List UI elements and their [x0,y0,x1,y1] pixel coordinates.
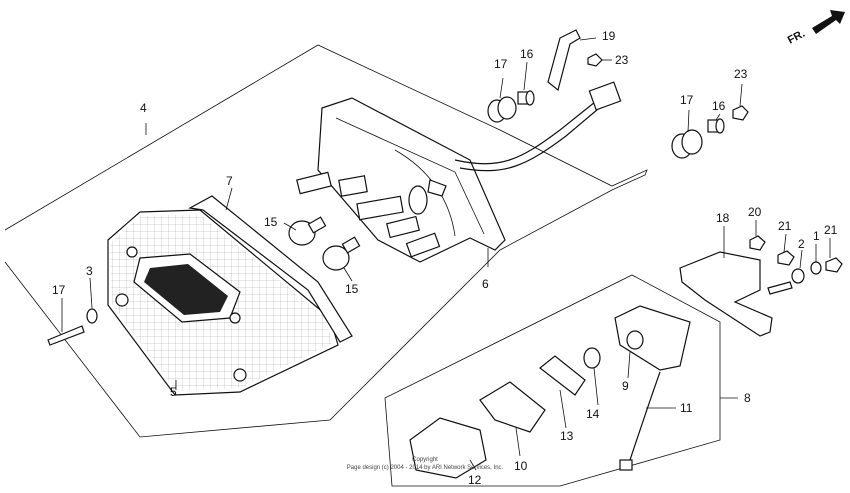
license-lens-10 [479,381,546,433]
callout-2: 2 [798,237,805,251]
callout-18: 18 [716,211,730,225]
front-direction-arrow: FR. [786,10,845,47]
nut-23b [732,105,749,121]
callout-21a: 20 [748,205,762,219]
assembly-outline-4 [4,44,648,438]
callout-14: 14 [586,407,600,421]
callout-17b: 17 [680,93,694,107]
washer-1 [810,261,822,275]
callout-11: 11 [680,401,693,415]
tail-light-housing-6 [296,81,622,263]
callout-4: 4 [140,101,147,115]
collar-2 [791,268,805,284]
bulb-15b [322,236,361,271]
callout-23a: 23 [615,53,629,67]
grommet-17b [671,129,703,159]
callout-9: 9 [622,379,629,393]
copyright-line-1: Copyright [412,457,438,463]
grommet-17a [487,96,517,123]
callout-1: 1 [813,229,820,243]
callout-22: 21 [824,223,838,237]
wire-harness-11 [623,371,661,471]
callout-16a: 16 [520,47,534,61]
callout-20: 17 [52,283,66,297]
fr-label: FR. [786,28,807,47]
collar-16b [707,118,725,134]
callout-8: 8 [744,391,751,405]
tail-lens-5 [107,209,339,396]
nut-21a [749,235,766,251]
leader-lines [61,37,831,471]
callout-19: 19 [602,29,616,43]
gasket-7 [188,195,353,343]
license-bracket-18 [679,251,773,337]
license-cover-12 [409,417,487,479]
callout-15a: 15 [264,215,278,229]
callout-15b: 15 [345,282,359,296]
callout-3: 3 [86,264,93,278]
washer-3 [86,308,98,324]
callout-16b: 16 [712,99,726,113]
collar-16a [517,90,535,106]
callout-23b: 23 [734,67,748,81]
callout-7: 7 [226,174,233,188]
nut-23a [587,53,603,67]
bolt-18a [767,281,793,295]
bulb-15a [288,216,327,246]
nut-22 [825,257,843,273]
license-light-base-9 [614,305,691,371]
callout-17a: 17 [494,57,508,71]
nut-21b [777,250,795,266]
callout-labels: 4 7 15 15 6 17 3 5 17 16 19 23 17 16 23 … [52,29,838,487]
bulb-14 [583,347,601,369]
connector-11 [619,459,633,471]
callout-12: 12 [468,473,482,487]
callout-13: 13 [560,429,574,443]
screw-20 [47,325,85,346]
gasket-13 [539,355,586,396]
copyright-line-2: Page design (c) 2004 - 2014 by ARI Netwo… [347,465,504,471]
stay-19 [547,29,581,92]
socket-9 [626,330,644,350]
assembly-outline-8 [384,274,721,487]
callout-5: 5 [170,385,177,399]
callout-21b: 21 [778,219,792,233]
callout-10: 10 [514,459,528,473]
callout-6: 6 [482,277,489,291]
